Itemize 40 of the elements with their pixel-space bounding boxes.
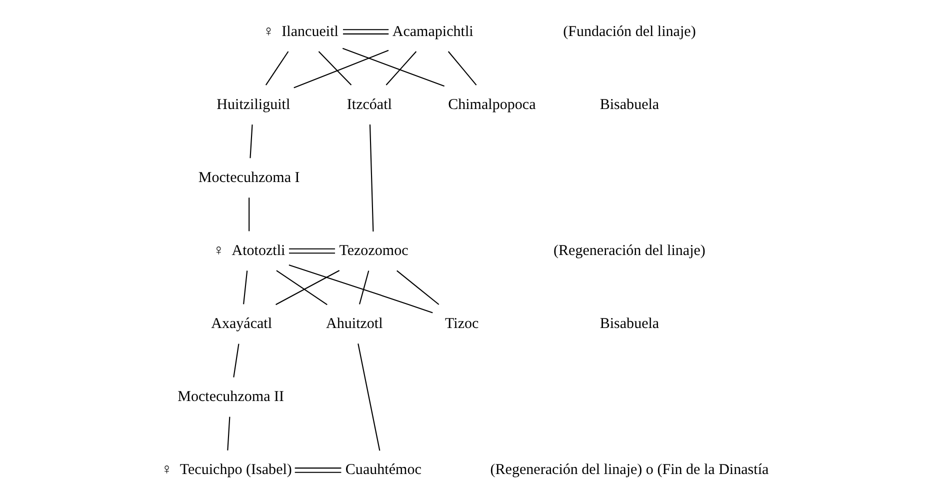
connector: [343, 29, 389, 34]
connector: [233, 344, 240, 378]
node-text: Huitziliguitl: [216, 96, 290, 113]
connector: [396, 270, 440, 305]
connector: [248, 198, 250, 232]
connector: [289, 248, 336, 254]
connector: [294, 50, 389, 88]
node-text: Tezozomoc: [339, 242, 408, 259]
node-text: Moctecuhzoma I: [198, 170, 300, 186]
connector: [369, 124, 374, 232]
connector: [227, 416, 230, 450]
label: Bisabuela: [600, 316, 660, 332]
label: (Fundación del linaje): [563, 24, 696, 40]
node-text: Cuauhtémoc: [345, 462, 422, 478]
node-text: ♀ Ilancueitl: [262, 24, 338, 40]
connector: [265, 51, 289, 86]
connector: [358, 344, 380, 451]
node-text: Acamapichtli: [392, 24, 474, 40]
connector: [250, 124, 253, 158]
connector: [276, 270, 328, 306]
node-text: Moctecuhzoma II: [178, 389, 284, 406]
label: (Regeneración del linaje) o (Fin de la Dinastía: [490, 462, 769, 478]
connector: [294, 468, 342, 473]
node-text: ♀ Atotoztli: [212, 242, 286, 259]
connector: [342, 48, 445, 87]
label: (Regeneración del linaje): [554, 242, 706, 259]
node-text: Chimalpopoca: [448, 96, 536, 113]
node-text: Ahuitzotl: [326, 316, 383, 332]
connector: [318, 51, 352, 86]
connector: [386, 51, 417, 86]
connector: [276, 270, 340, 306]
node-text: ♀ Tecuichpo (Isabel): [161, 462, 292, 478]
connector: [243, 270, 248, 304]
node-text: Tizoc: [445, 316, 479, 332]
connector: [448, 51, 477, 86]
node-text: Itzcóatl: [346, 96, 392, 113]
connector: [359, 270, 370, 304]
node-text: Axayácatl: [211, 316, 272, 332]
label: Bisabuela: [600, 96, 660, 113]
connector: [288, 264, 433, 314]
